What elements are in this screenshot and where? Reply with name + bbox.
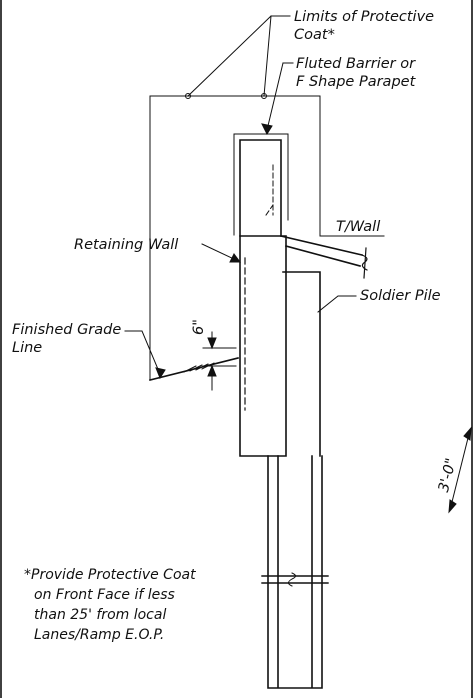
finished-grade-label-line1: Finished Grade xyxy=(12,322,122,338)
finished-grade-label-line2: Line xyxy=(12,340,43,356)
barrier-label-line1: Fluted Barrier or xyxy=(296,56,416,72)
protective-coat-note-line1: *Provide Protective Coat xyxy=(24,567,196,583)
retaining-wall-label: Retaining Wall xyxy=(74,237,179,253)
t-wall-label: T/Wall xyxy=(336,219,381,235)
three-foot-arrow-top xyxy=(463,426,472,441)
parapet-body xyxy=(239,139,282,237)
three-foot-dimension xyxy=(449,429,471,511)
soldier-pile-leader xyxy=(317,295,357,313)
six-inch-dimension xyxy=(202,331,237,391)
retaining-wall-body xyxy=(239,235,287,457)
finished-grade-hatch xyxy=(183,362,215,373)
limits-leader-line xyxy=(187,15,291,97)
protective-coat-note-line2: on Front Face if less xyxy=(34,587,175,603)
finished-grade-leader xyxy=(124,330,161,375)
barrier-leader-line xyxy=(266,62,294,131)
retaining-wall-arrow xyxy=(229,253,241,263)
limits-label-line2: Coat* xyxy=(294,27,335,43)
retaining-wall-leader xyxy=(201,243,237,261)
leader-dot-left xyxy=(185,93,191,99)
barrier-leader-arrow xyxy=(261,123,273,136)
protective-coat-note-line4: Lanes/Ramp E.O.P. xyxy=(34,627,165,643)
three-foot-arrow-bottom xyxy=(448,499,457,514)
finished-grade-arrow xyxy=(155,367,166,380)
six-inch-arrow-top xyxy=(207,337,217,350)
soldier-pile-lower xyxy=(267,455,323,689)
pile-break-zigzag xyxy=(288,572,296,587)
limits-label-line1: Limits of Protective xyxy=(294,9,435,25)
six-inch-dimension-label: 6" xyxy=(191,319,207,335)
barrier-label-line2: F Shape Parapet xyxy=(296,74,416,90)
soldier-pile-upper xyxy=(282,271,321,457)
t-wall-deck xyxy=(280,235,363,267)
parapet-outline xyxy=(233,133,289,236)
parapet-rebar xyxy=(265,164,274,216)
protective-coat-note-line3: than 25' from local xyxy=(34,607,167,623)
deck-break xyxy=(361,247,368,279)
six-inch-arrow-bottom xyxy=(207,364,217,377)
soldier-pile-label: Soldier Pile xyxy=(360,288,441,304)
protective-coat-limit-bracket xyxy=(149,95,321,381)
